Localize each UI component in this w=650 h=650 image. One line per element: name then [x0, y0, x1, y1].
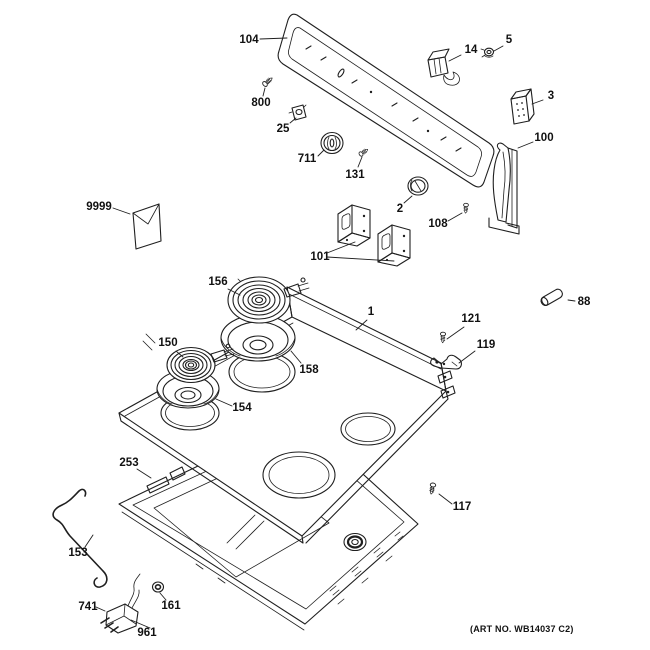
side-trim-100: 100 — [488, 132, 554, 235]
leader-104 — [259, 37, 288, 40]
grommet-161: 161 — [151, 581, 181, 612]
frame-tab — [146, 476, 170, 494]
frame-tab — [169, 466, 186, 481]
part-label-88: 88 — [578, 296, 591, 308]
part-label-961: 961 — [137, 627, 157, 639]
leader-961 — [130, 619, 151, 629]
control-knob-711: 711 — [298, 131, 344, 165]
leader-5 — [493, 45, 504, 52]
coil-terminal — [210, 343, 235, 363]
leader-153 — [84, 534, 94, 548]
part-label-101: 101 — [310, 251, 330, 263]
part-label-1: 1 — [368, 306, 375, 318]
spacer-roller-88: 88 — [540, 288, 591, 308]
leader-14 — [448, 54, 462, 62]
frame-grommet — [343, 532, 367, 552]
part-label-9999: 9999 — [86, 201, 112, 213]
art-number: (ART NO. WB14037 C2) — [470, 624, 574, 634]
part-label-153: 153 — [68, 547, 87, 559]
screw-121: 121 — [439, 313, 481, 344]
support-rod-153: 153 — [52, 488, 108, 588]
leader-9999 — [112, 207, 131, 215]
leader-131 — [357, 156, 363, 168]
coil-element-156: 156 — [208, 276, 310, 324]
leader-253 — [136, 468, 152, 479]
leader-25 — [289, 117, 297, 124]
switch-14: 14 — [427, 44, 478, 86]
part-label-3: 3 — [548, 90, 554, 102]
leader-121 — [446, 326, 465, 340]
part-label-131: 131 — [345, 169, 365, 181]
leader-150 — [175, 350, 184, 358]
literature-packet-9999: 9999 — [86, 201, 162, 250]
control-knob-2: 2 — [397, 176, 429, 215]
guide-marks — [142, 278, 248, 351]
screw-131: 131 — [345, 146, 370, 181]
leader-711 — [317, 149, 325, 157]
leader-741 — [95, 606, 106, 612]
part-label-711: 711 — [298, 153, 317, 165]
leader-2 — [403, 195, 413, 204]
leader-3 — [531, 99, 544, 105]
backsplash-panel-104: 104 — [239, 13, 495, 188]
part-label-154: 154 — [232, 402, 252, 414]
part-label-253: 253 — [119, 457, 138, 469]
leader-161 — [159, 592, 167, 601]
switch-25: 25 — [277, 104, 307, 135]
plug-assembly-741-961: 741 961 — [78, 573, 157, 639]
part-label-2: 2 — [397, 203, 403, 215]
part-label-100: 100 — [534, 132, 553, 144]
mounting-tab — [437, 370, 456, 399]
nut-5: 5 — [480, 34, 513, 58]
coil-terminal — [283, 277, 310, 298]
leader-119 — [458, 350, 476, 364]
part-label-117: 117 — [453, 501, 472, 513]
part-label-104: 104 — [239, 34, 259, 46]
clip-bracket-119: 119 — [430, 339, 496, 370]
leader-108 — [447, 212, 463, 222]
part-label-25: 25 — [277, 123, 290, 135]
screw-117: 117 — [427, 482, 472, 513]
leader-101 — [326, 241, 395, 262]
mounting-brackets-101: 101 — [310, 204, 411, 267]
part-label-800: 800 — [251, 97, 270, 109]
leader-1 — [355, 319, 368, 331]
panel-graphics — [305, 45, 462, 152]
switch-block-3: 3 — [510, 88, 554, 125]
leader-154 — [215, 398, 233, 407]
screw-800: 800 — [251, 75, 275, 109]
leader-117 — [438, 493, 453, 505]
part-label-150: 150 — [158, 337, 177, 349]
part-label-108: 108 — [428, 218, 448, 230]
part-label-121: 121 — [461, 313, 481, 325]
leader-156 — [227, 288, 241, 296]
part-label-156: 156 — [208, 276, 227, 288]
part-label-119: 119 — [477, 339, 496, 351]
part-label-158: 158 — [299, 364, 319, 376]
screw-108: 108 — [428, 202, 469, 230]
part-label-5: 5 — [506, 34, 513, 46]
part-label-161: 161 — [161, 600, 181, 612]
part-label-14: 14 — [465, 44, 478, 56]
leader-158 — [290, 350, 302, 364]
coil-element-150: 150 — [158, 337, 235, 384]
leader-88 — [567, 299, 576, 302]
leader-100 — [517, 141, 534, 149]
leader-800 — [262, 87, 266, 97]
part-label-741: 741 — [78, 601, 98, 613]
